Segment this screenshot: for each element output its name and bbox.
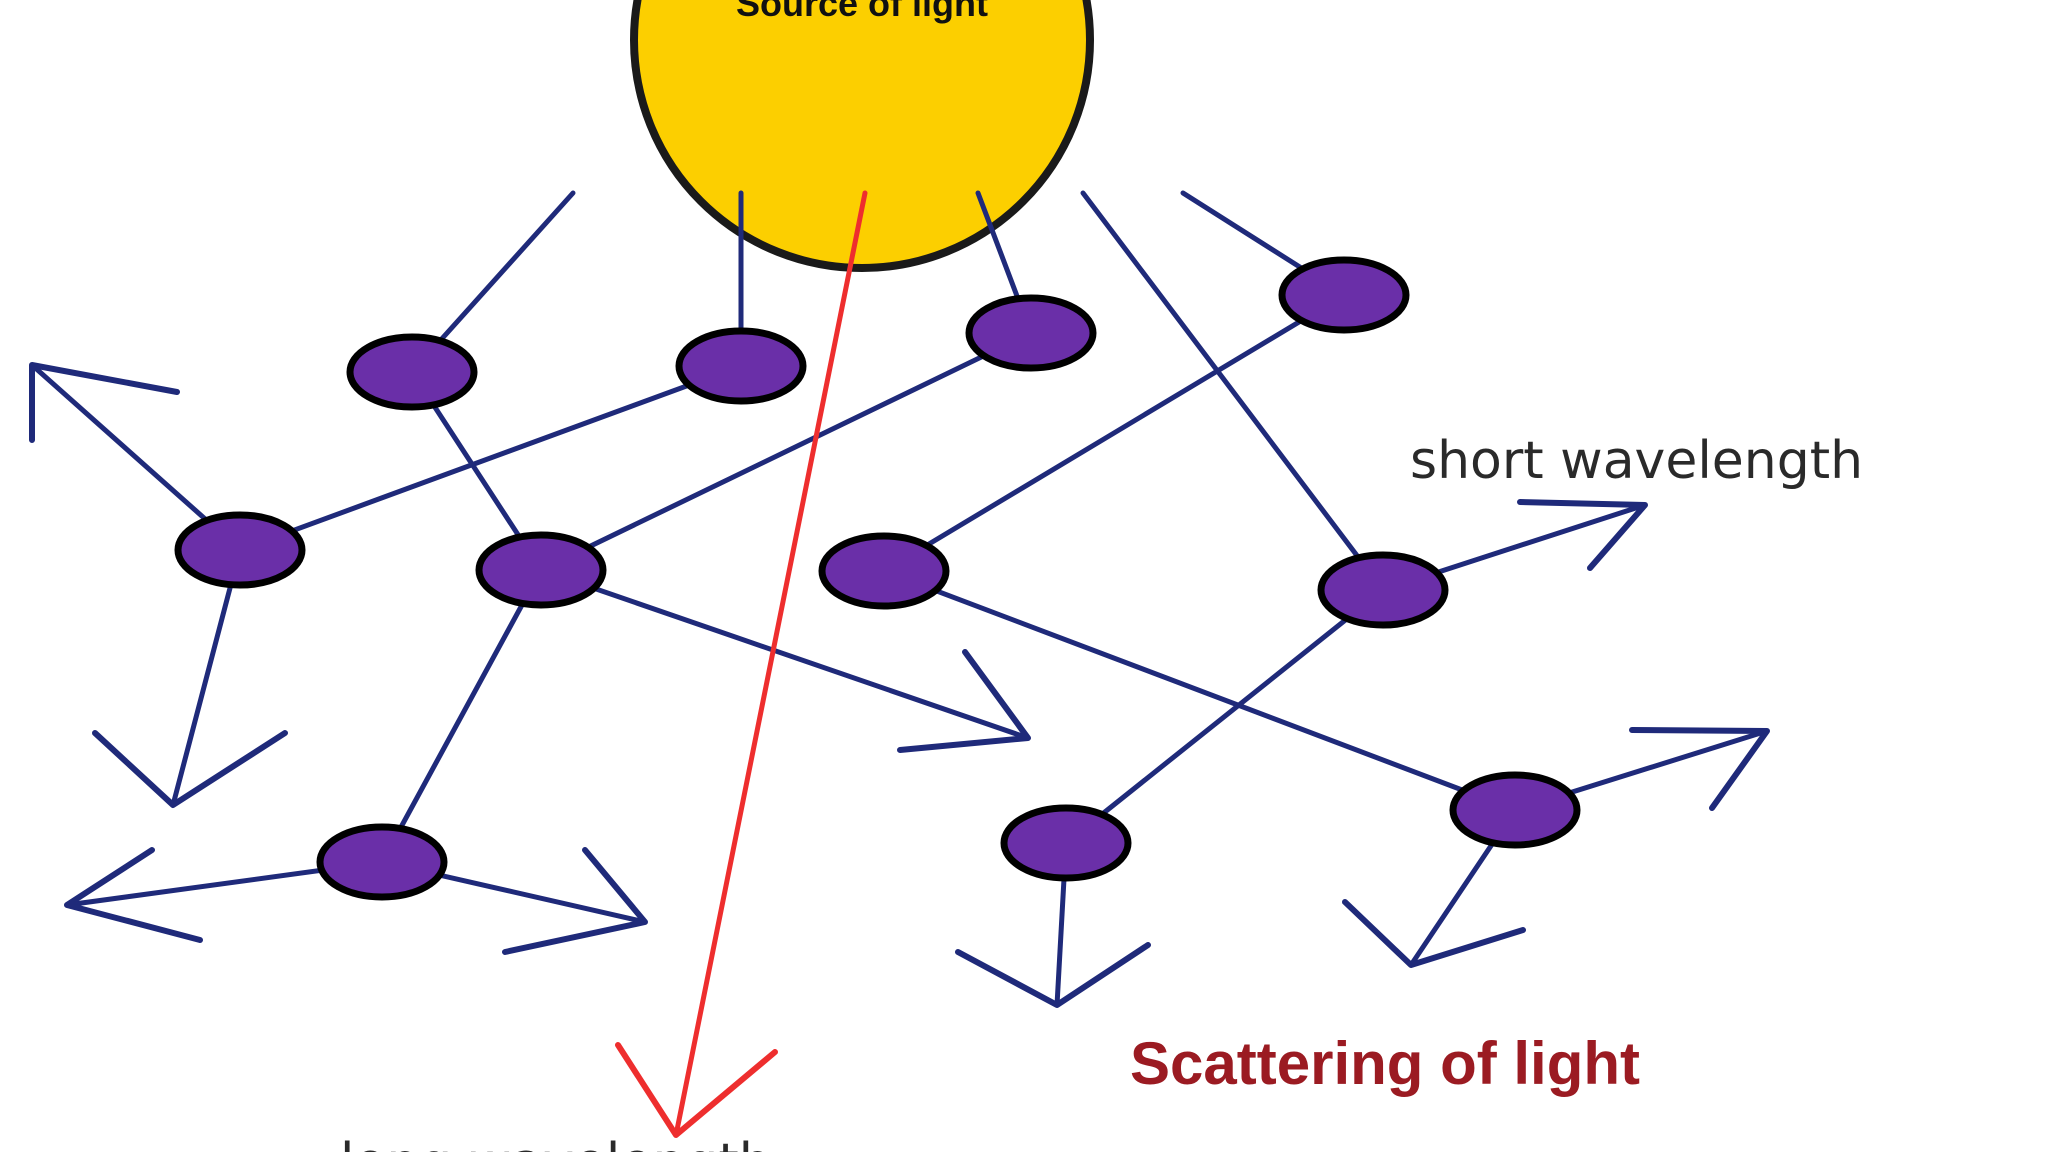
molecule-4 (1278, 256, 1410, 334)
arrow-shaft-right-mid (538, 567, 1031, 741)
arrowhead-down-center (955, 942, 1151, 1008)
light-source: Source of light (630, 0, 1094, 272)
sun-icon (630, 0, 1094, 272)
molecule-2 (675, 327, 807, 405)
red-ray-arrowhead (615, 1042, 778, 1138)
arrowhead-upleft (29, 362, 180, 443)
molecule-8 (1317, 551, 1449, 629)
diagram-title: Scattering of light (1130, 1030, 1640, 1097)
arrowhead-right-mid (897, 649, 1031, 753)
red-ray-shaft (673, 190, 868, 1138)
scatter-ray-e (379, 567, 544, 865)
arrowhead-down-right (1342, 899, 1526, 968)
source-label: Source of light (736, 0, 988, 24)
scattered-rays (29, 190, 1770, 1008)
scatter-ray-c (538, 330, 1034, 573)
scatter-ray-a (237, 363, 744, 553)
molecule-3 (965, 294, 1097, 372)
short-wavelength-label: short wavelength (1410, 431, 1863, 491)
molecule-7 (818, 532, 950, 610)
molecule-11 (1449, 771, 1581, 849)
direct-ray (615, 190, 868, 1138)
long-wavelength-label: long wavelength (340, 1133, 772, 1152)
arrowhead-right-lower (1629, 727, 1770, 811)
arrowhead-right-bottom (502, 847, 648, 955)
molecule-5 (174, 511, 306, 589)
molecule-10 (1000, 804, 1132, 882)
arrowhead-short-wavelength (1517, 499, 1648, 571)
molecule-6 (475, 531, 607, 609)
molecule-9 (316, 823, 448, 901)
molecules (174, 256, 1581, 901)
arrowhead-down-left (92, 730, 288, 808)
scatter-ray-d (881, 292, 1347, 574)
scatter-ray-g (1063, 587, 1386, 846)
arrow-shaft-down-left (170, 547, 243, 808)
incoming-ray-4 (1080, 190, 1386, 593)
scatter-ray-f (881, 568, 1518, 813)
arrowhead-left-bottom (64, 847, 203, 943)
molecule-1 (346, 333, 478, 411)
